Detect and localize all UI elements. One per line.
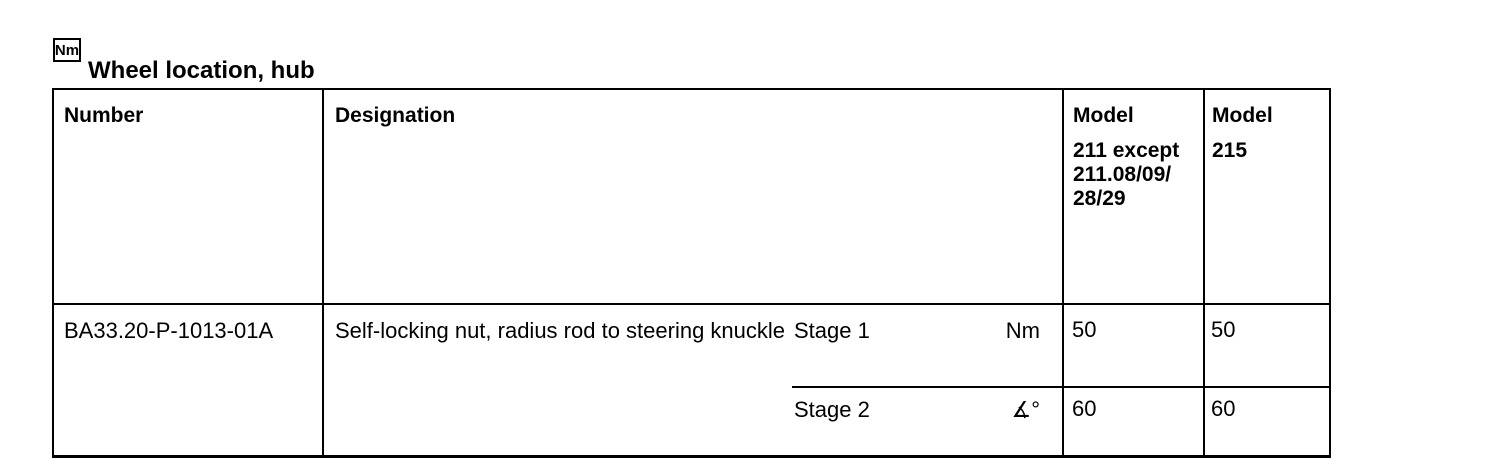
column-divider-designation-model-a — [1062, 90, 1064, 455]
model-line: 211 except — [1073, 139, 1180, 162]
column-divider-number-designation — [322, 90, 324, 455]
nm-torque-icon: Nm — [53, 38, 81, 62]
stage-row-1: Stage 1 Nm — [792, 318, 1062, 344]
stage-row-divider — [792, 386, 1329, 388]
model-line: 211.08/09/ — [1073, 163, 1172, 186]
col-header-number: Number — [64, 104, 144, 127]
stage-unit: Nm — [1005, 318, 1040, 343]
col-header-model-215: Model 215 — [1212, 104, 1322, 163]
stage-label: Stage 2 — [794, 397, 870, 422]
value-stage1-model-211: 50 — [1072, 317, 1097, 342]
col-header-model-211: Model 211 except 211.08/09/ 28/29 — [1073, 104, 1199, 211]
model-label: Model — [1212, 104, 1273, 127]
stage-label: Stage 1 — [794, 318, 870, 343]
stage-row-2: Stage 2 ∡° — [792, 397, 1062, 423]
model-line: 215 — [1212, 139, 1248, 162]
cell-designation: Self-locking nut, radius rod to steering… — [335, 318, 786, 343]
value-stage2-model-215: 60 — [1211, 396, 1236, 421]
value-stage1-model-215: 50 — [1211, 317, 1236, 342]
value-stage2-model-211: 60 — [1072, 396, 1097, 421]
cell-part-number: BA33.20-P-1013-01A — [64, 318, 274, 343]
page-title: Wheel location, hub — [88, 57, 315, 85]
header-row-divider — [54, 303, 1329, 305]
col-header-designation: Designation — [335, 104, 456, 127]
column-divider-model-a-model-b — [1203, 90, 1205, 455]
torque-spec-table: Number Designation Model 211 except 211.… — [52, 88, 1331, 458]
model-label: Model — [1073, 104, 1134, 127]
stage-unit-angle: ∡° — [1011, 397, 1040, 422]
model-line: 28/29 — [1073, 187, 1126, 210]
